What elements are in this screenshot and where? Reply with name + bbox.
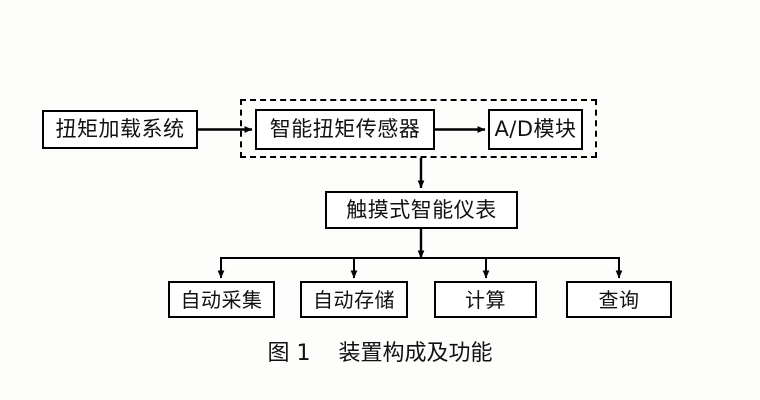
- node-label: 触摸式智能仪表: [346, 197, 497, 222]
- node-calculate[interactable]: 计算: [434, 281, 537, 318]
- node-label: 自动采集: [180, 287, 263, 312]
- node-label: 扭矩加载系统: [55, 117, 185, 141]
- node-auto-storage[interactable]: 自动存储: [300, 281, 408, 318]
- node-ad-module[interactable]: A/D模块: [488, 109, 583, 150]
- node-query[interactable]: 查询: [566, 281, 672, 318]
- node-label: A/D模块: [494, 117, 577, 141]
- node-label: 计算: [465, 287, 506, 312]
- node-auto-collect[interactable]: 自动采集: [168, 281, 275, 318]
- node-label: 自动存储: [313, 287, 395, 312]
- node-touch-smart-instrument[interactable]: 触摸式智能仪表: [325, 191, 518, 229]
- node-label: 查询: [598, 287, 640, 312]
- node-smart-torque-sensor[interactable]: 智能扭矩传感器: [255, 109, 435, 150]
- node-torque-loading-system[interactable]: 扭矩加载系统: [42, 110, 198, 149]
- figure-caption: 图 1 装置构成及功能: [267, 341, 493, 366]
- node-label: 智能扭矩传感器: [269, 117, 421, 141]
